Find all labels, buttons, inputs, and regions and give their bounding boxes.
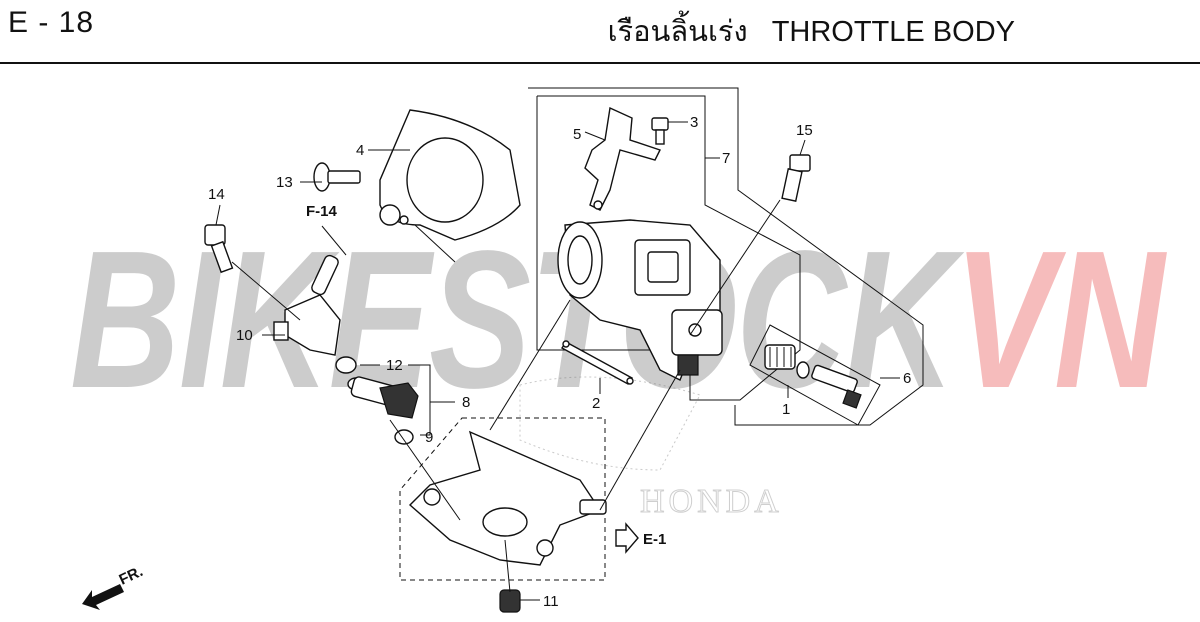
page-code: E - 18: [8, 6, 95, 39]
group-box-1: [749, 324, 881, 426]
front-label: FR.: [117, 563, 146, 589]
callout-8: 8: [462, 394, 470, 411]
header-divider: [0, 62, 1200, 64]
callout-9: 9: [425, 429, 433, 446]
ref-e1-arrow: [615, 522, 639, 554]
callout-12: 12: [386, 357, 403, 374]
page-title-thai: เรือนลิ้นเร่ง: [607, 16, 748, 48]
part-5-bracket: [584, 106, 661, 211]
callout-4: 4: [356, 142, 364, 159]
part-10-sensor: [273, 254, 341, 356]
part-8-injector: [350, 376, 419, 419]
callout-15: 15: [796, 122, 813, 139]
page-title: เรือนลิ้นเร่ง THROTTLE BODY: [608, 8, 1015, 54]
part-7-throttle-body: [557, 219, 723, 381]
callout-3: 3: [690, 114, 698, 131]
part-12-oring: [335, 356, 357, 374]
callout-1: 1: [782, 401, 790, 418]
part-13-grommet: [313, 162, 361, 192]
callout-13: 13: [276, 174, 293, 191]
part-4-cover: [379, 109, 521, 263]
page-title-english: THROTTLE BODY: [771, 16, 1015, 48]
part-2-spring: [560, 340, 634, 385]
ref-f14: F-14: [306, 203, 338, 220]
callout-14: 14: [208, 186, 225, 203]
part-14-bolt: [204, 224, 234, 274]
part-3-screw: [651, 117, 669, 145]
callout-11: 11: [543, 593, 559, 610]
callout-5: 5: [573, 126, 581, 143]
callout-6: 6: [903, 370, 911, 387]
part-15-bolt: [781, 154, 811, 202]
leader-lines: [215, 121, 900, 601]
callout-2: 2: [592, 395, 600, 412]
callout-10: 10: [236, 327, 253, 344]
honda-logo-text: HONDA: [640, 483, 783, 520]
part-11-cap: [499, 589, 521, 613]
part-1-idle-valve: [764, 344, 862, 409]
part-9-oring: [394, 429, 414, 445]
ref-e1: E-1: [643, 531, 666, 548]
part-intake-manifold: [408, 430, 607, 566]
front-arrow-icon: [82, 584, 124, 610]
callout-7: 7: [722, 150, 730, 167]
group-boundary-6: [528, 87, 924, 426]
honda-wing-mark: HONDA: [519, 376, 783, 521]
group-boundary-intake: [399, 417, 606, 581]
group-boundary-7: [536, 95, 801, 401]
